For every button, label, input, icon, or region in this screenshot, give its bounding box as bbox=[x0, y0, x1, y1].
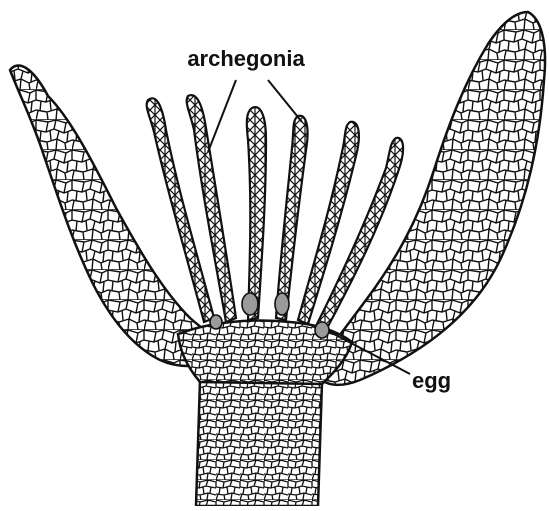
archegonium-5 bbox=[298, 122, 359, 324]
egg-2 bbox=[275, 293, 289, 315]
archegonia-group bbox=[147, 95, 403, 330]
archegonium-3 bbox=[247, 107, 266, 320]
label-archegonia: archegonia bbox=[187, 46, 305, 71]
archegonium-4 bbox=[276, 116, 308, 320]
label-egg: egg bbox=[412, 368, 451, 393]
archegonia-pointer-right bbox=[268, 80, 302, 122]
egg-1 bbox=[242, 293, 258, 315]
archegonia-pointer-left bbox=[208, 80, 236, 152]
egg-4 bbox=[315, 322, 329, 338]
stem bbox=[196, 380, 322, 506]
right-leaf bbox=[316, 12, 545, 385]
egg-3 bbox=[210, 315, 222, 329]
